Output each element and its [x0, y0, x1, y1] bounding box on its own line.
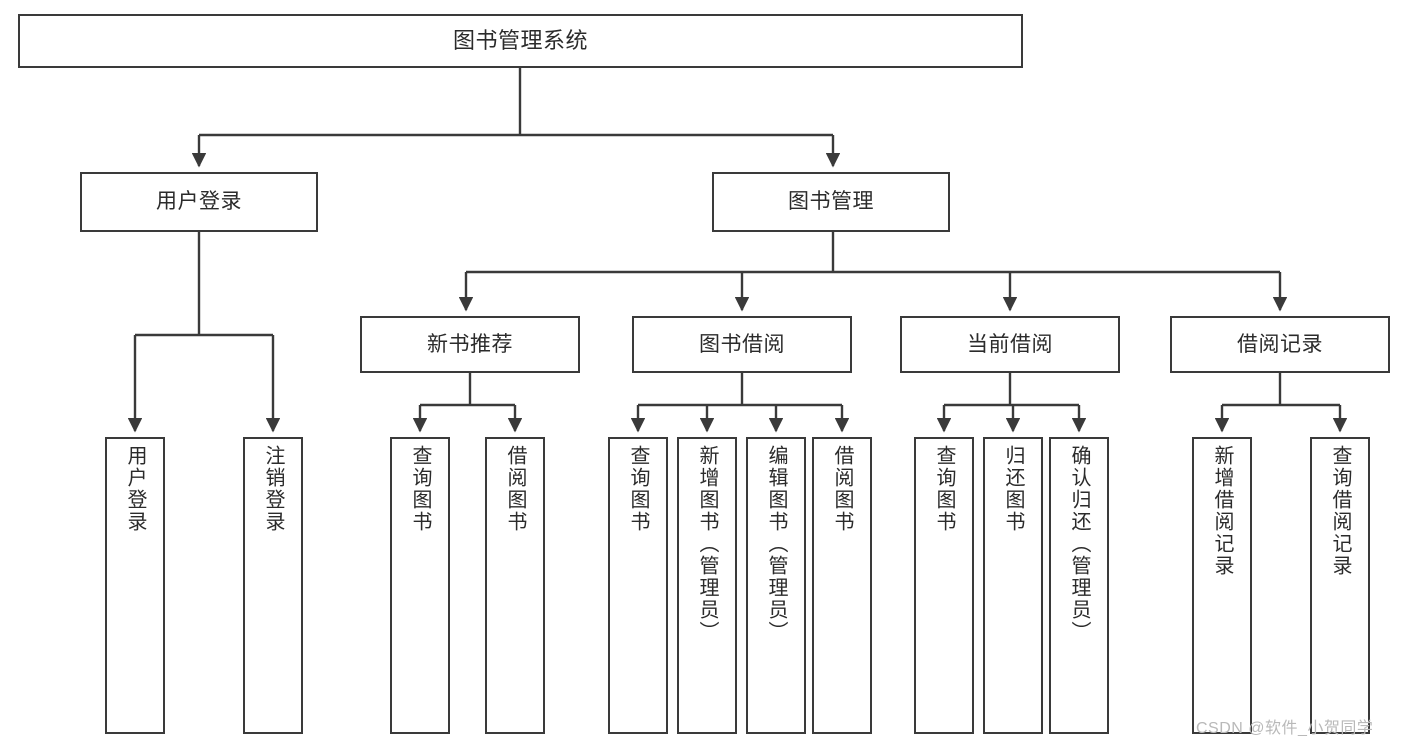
node-label: 用户登录	[156, 190, 242, 214]
node-label: 图书管理系统	[452, 27, 588, 53]
node-label: 借阅图书	[504, 445, 526, 533]
node-current-borrow[interactable]: 当前借阅	[900, 316, 1120, 373]
node-label: 查询借阅记录	[1329, 445, 1351, 577]
node-user-login[interactable]: 用户登录	[80, 172, 318, 232]
leaf-logout[interactable]: 注销登录	[243, 437, 303, 734]
node-label: 编辑图书（管理员）	[765, 445, 787, 643]
node-label: 归还图书	[1002, 445, 1024, 533]
leaf-record-add[interactable]: 新增借阅记录	[1192, 437, 1252, 734]
node-label: 借阅记录	[1237, 332, 1323, 356]
leaf-current-return-book[interactable]: 归还图书	[983, 437, 1043, 734]
node-label: 新增借阅记录	[1211, 445, 1233, 577]
leaf-current-confirm-return[interactable]: 确认归还（管理员）	[1049, 437, 1109, 734]
node-label: 新书推荐	[427, 332, 513, 356]
node-label: 当前借阅	[967, 332, 1053, 356]
leaf-borrow-add-book[interactable]: 新增图书（管理员）	[677, 437, 737, 734]
node-label: 查询图书	[933, 445, 955, 533]
node-book-borrow[interactable]: 图书借阅	[632, 316, 852, 373]
leaf-recommend-query-book[interactable]: 查询图书	[390, 437, 450, 734]
leaf-current-query-book[interactable]: 查询图书	[914, 437, 974, 734]
node-label: 查询图书	[627, 445, 649, 533]
node-label: 确认归还（管理员）	[1068, 445, 1090, 643]
leaf-user-login[interactable]: 用户登录	[105, 437, 165, 734]
node-label: 图书借阅	[699, 332, 785, 356]
node-label: 借阅图书	[831, 445, 853, 533]
leaf-borrow-edit-book[interactable]: 编辑图书（管理员）	[746, 437, 806, 734]
node-root-system[interactable]: 图书管理系统	[18, 14, 1023, 68]
node-book-management[interactable]: 图书管理	[712, 172, 950, 232]
leaf-borrow-borrow-book[interactable]: 借阅图书	[812, 437, 872, 734]
node-borrow-record[interactable]: 借阅记录	[1170, 316, 1390, 373]
leaf-recommend-borrow-book[interactable]: 借阅图书	[485, 437, 545, 734]
node-label: 用户登录	[124, 445, 146, 533]
node-label: 注销登录	[262, 445, 284, 533]
node-label: 新增图书（管理员）	[696, 445, 718, 643]
node-new-book-recommend[interactable]: 新书推荐	[360, 316, 580, 373]
leaf-record-query[interactable]: 查询借阅记录	[1310, 437, 1370, 734]
node-label: 查询图书	[409, 445, 431, 533]
leaf-borrow-query-book[interactable]: 查询图书	[608, 437, 668, 734]
watermark: CSDN @软件_小贺同学	[1196, 720, 1374, 737]
node-label: 图书管理	[788, 190, 874, 214]
